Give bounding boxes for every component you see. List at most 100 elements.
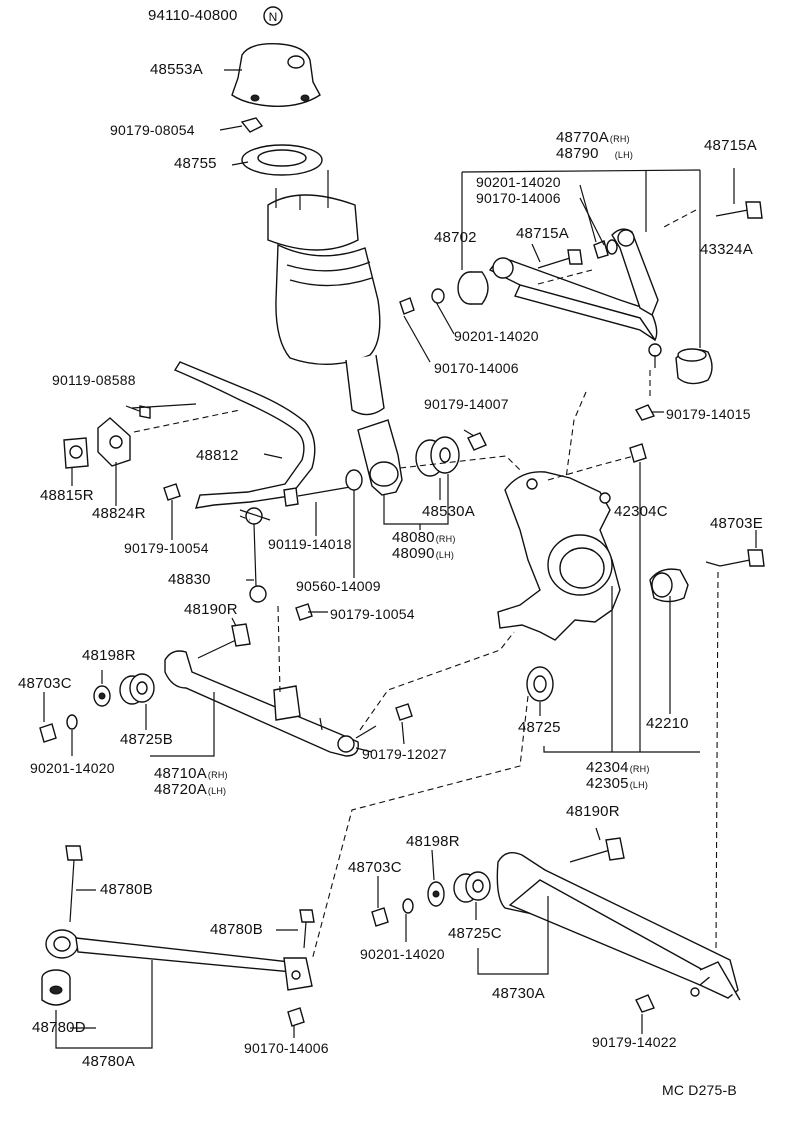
label-48710A-rh: 48710A(RH): [154, 766, 228, 783]
bushing-48725-icon: [526, 666, 554, 702]
bolt-14018-icon: [283, 485, 357, 507]
label-90179-14022: 90179-14022: [592, 1034, 677, 1050]
nut-48703C-left-icon: [39, 723, 57, 743]
bushing-48530A-icon: [415, 436, 460, 477]
stabilizer-bar-icon: [173, 361, 316, 509]
label-90170-14006-c: 90170-14006: [244, 1040, 329, 1056]
label-48780B-left: 48780B: [100, 881, 153, 898]
label-90119-08588: 90119-08588: [52, 372, 136, 388]
label-42304: 42304: [586, 759, 629, 776]
label-90170-14006-b: 90170-14006: [434, 360, 519, 376]
label-48725: 48725: [518, 719, 561, 736]
ball-joint-boot-icon: [675, 348, 713, 385]
label-48780D: 48780D: [32, 1019, 86, 1036]
bolt-48715A-mid-icon: [537, 249, 583, 269]
label-48715A-mid: 48715A: [516, 225, 569, 242]
washer-left-icon: [66, 714, 78, 730]
hub-bushing-icon: [649, 568, 689, 603]
bolt-48190R-top-icon: [197, 623, 251, 659]
stabilizer-link-icon: [239, 507, 271, 603]
label-42304-suffix: (RH): [629, 764, 650, 774]
label-43324A: 43324A: [700, 241, 753, 258]
bushing-48702-icon: [457, 271, 489, 305]
label-90179-10054-a: 90179-10054: [124, 540, 209, 556]
label-48710A: 48710A: [154, 765, 207, 782]
nut-icon: [240, 117, 264, 133]
bushing-48725B-icon: [119, 673, 155, 705]
strut-rod-icon: [45, 929, 313, 991]
bolt-48190R-bot-icon: [569, 837, 625, 863]
nut-12027-icon: [395, 703, 413, 721]
support-cap-icon: [231, 43, 321, 107]
label-90179-14015: 90179-14015: [666, 406, 751, 422]
label-94110-40800: 94110-40800: [148, 7, 238, 24]
label-48720A-suffix: (LH): [207, 786, 227, 796]
label-42210: 42210: [646, 715, 689, 732]
nut-10054-a-icon: [163, 483, 181, 501]
label-48198R-top: 48198R: [82, 647, 136, 664]
label-48710A-suffix: (RH): [207, 770, 228, 780]
label-48790-suffix: (LH): [614, 150, 634, 160]
bushing-48780D-icon: [41, 969, 71, 1006]
label-48080: 48080: [392, 529, 435, 546]
label-90179-14007: 90179-14007: [424, 396, 509, 412]
leader-lines: [43, 69, 757, 1049]
label-48702: 48702: [434, 229, 477, 246]
bolt-48715A-top-icon: [715, 201, 763, 219]
n-symbol-text: N: [269, 10, 278, 24]
label-48703E: 48703E: [710, 515, 763, 532]
label-48755: 48755: [174, 155, 217, 172]
washer-bot-icon: [402, 898, 414, 914]
label-48725C: 48725C: [448, 925, 502, 942]
steering-knuckle-icon: [497, 471, 621, 641]
label-48190R-bot: 48190R: [566, 803, 620, 820]
lower-arm-48710A-icon: [164, 650, 359, 757]
label-90201-14020-b: 90201-14020: [454, 328, 539, 344]
lower-arm-48730A-icon: [496, 852, 741, 1001]
diagram-code: MC D275-B: [662, 1082, 737, 1098]
label-90119-14018: 90119-14018: [268, 536, 352, 552]
label-48780B-mid: 48780B: [210, 921, 263, 938]
label-48090-lh: 48090(LH): [392, 546, 454, 563]
label-48770A-rh: 48770A(RH): [556, 130, 630, 147]
label-90201-14020-a: 90201-14020: [476, 174, 561, 190]
label-42305: 42305: [586, 775, 629, 792]
bolt-08588-icon: [125, 405, 151, 419]
label-48830: 48830: [168, 571, 211, 588]
label-90179-10054-b: 90179-10054: [330, 606, 415, 622]
nut-48703C-bot-icon: [371, 907, 389, 927]
washer-14009-icon: [345, 469, 363, 491]
label-48703C-bot: 48703C: [348, 859, 402, 876]
air-spring-icon: [267, 170, 403, 496]
label-90201-14020-d: 90201-14020: [360, 946, 445, 962]
label-48790-lh: 48790 (LH): [556, 146, 633, 163]
bolt-48703E-icon: [719, 549, 765, 567]
dashed-guides: [133, 209, 719, 961]
label-90179-08054: 90179-08054: [110, 122, 195, 138]
cam-48198R-top-icon: [93, 685, 111, 707]
dust-seal-icon: [629, 443, 647, 463]
label-48770A: 48770A: [556, 129, 609, 146]
label-48730A: 48730A: [492, 985, 545, 1002]
label-48190R-top: 48190R: [184, 601, 238, 618]
label-48720A-lh: 48720A(LH): [154, 782, 226, 799]
nut-14007-icon: [467, 432, 487, 451]
insulator-plate-icon: [241, 144, 323, 176]
label-42305-suffix: (LH): [629, 780, 649, 790]
bolt-48780B-left-icon: [65, 845, 83, 923]
label-48770A-suffix: (RH): [609, 134, 630, 144]
label-48720A: 48720A: [154, 781, 207, 798]
nut-14022-icon: [635, 994, 655, 1013]
label-48815R: 48815R: [40, 487, 94, 504]
label-42304-rh: 42304(RH): [586, 760, 650, 777]
nut-washer-icon: [399, 288, 445, 315]
bolt-48780B-mid-icon: [299, 909, 315, 949]
label-48725B: 48725B: [120, 731, 173, 748]
label-90170-14006-a: 90170-14006: [476, 190, 561, 206]
label-48780A: 48780A: [82, 1053, 135, 1070]
n-symbol-icon: N: [263, 6, 283, 26]
label-48790: 48790: [556, 145, 599, 162]
label-48530A: 48530A: [422, 503, 475, 520]
